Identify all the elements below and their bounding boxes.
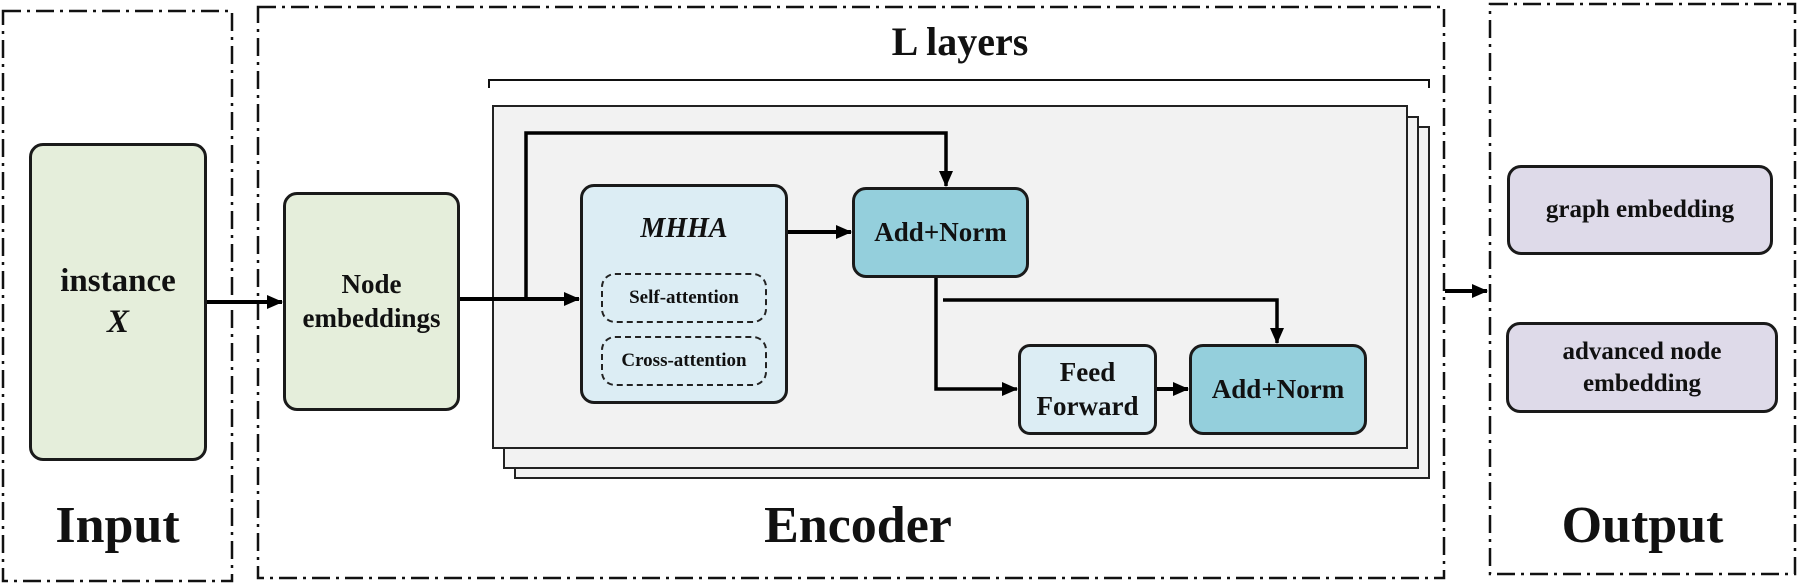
- layers-label: L layers: [891, 19, 1029, 64]
- instance-box: instance X: [29, 143, 207, 461]
- node-embeddings-line1: Node: [341, 268, 402, 299]
- input-section-frame: [1, 9, 234, 583]
- add-norm-2-box: Add+Norm: [1189, 344, 1367, 435]
- feed-forward-box: Feed Forward: [1018, 344, 1157, 435]
- add-norm-2-label: Add+Norm: [1211, 373, 1345, 404]
- feed-forward-line1: Feed: [1059, 356, 1116, 387]
- advanced-node-embedding-box: advanced node embedding: [1506, 322, 1778, 413]
- cross-attention-label: Cross-attention: [621, 350, 747, 371]
- encoder-section-frame: [256, 5, 1446, 580]
- graph-embedding-box: graph embedding: [1507, 165, 1773, 255]
- add-norm-1-box: Add+Norm: [852, 187, 1029, 278]
- output-section-title: Output: [1561, 497, 1724, 554]
- output-section-frame: [1488, 2, 1797, 576]
- node-embeddings-box: Node embeddings: [283, 192, 460, 411]
- input-section-title: Input: [55, 497, 180, 554]
- arrow-residual-to-addnorm2: [943, 298, 1284, 344]
- mhha-box: MHHA: [580, 184, 788, 404]
- self-attention-label: Self-attention: [629, 287, 739, 308]
- advanced-node-line2: embedding: [1582, 369, 1702, 397]
- instance-variable: X: [106, 304, 129, 340]
- cross-attention-box: Cross-attention: [601, 336, 767, 386]
- advanced-node-line1: advanced node: [1562, 338, 1722, 366]
- self-attention-box: Self-attention: [601, 273, 767, 323]
- node-embeddings-line2: embeddings: [302, 302, 441, 333]
- arrow-addnorm1-to-feedforward: [934, 277, 1018, 396]
- encoder-section-title: Encoder: [764, 497, 952, 554]
- layers-bracket: [488, 79, 1430, 88]
- graph-embedding-label: graph embedding: [1545, 196, 1735, 224]
- mhha-title: MHHA: [640, 213, 728, 244]
- arrow-residual-to-addnorm1: [524, 131, 953, 299]
- instance-label: instance: [60, 262, 176, 299]
- feed-forward-line2: Forward: [1036, 390, 1139, 421]
- add-norm-1-label: Add+Norm: [874, 216, 1007, 247]
